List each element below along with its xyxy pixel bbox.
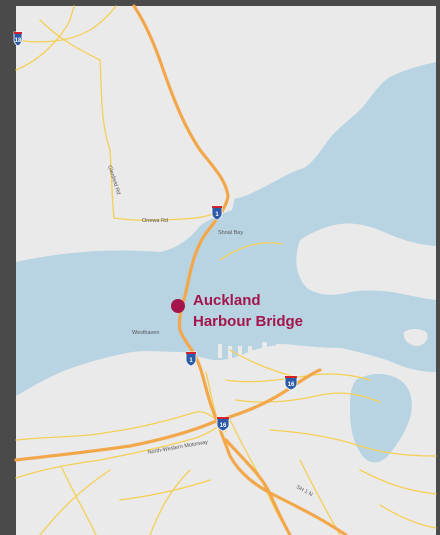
- landmark-title-line1: Auckland: [193, 292, 261, 309]
- svg-text:1: 1: [189, 358, 193, 364]
- eastern-bay: [350, 374, 412, 463]
- island: [403, 329, 428, 346]
- svg-text:18: 18: [15, 38, 22, 44]
- svg-text:16: 16: [288, 382, 295, 388]
- westhaven-label: Westhaven: [132, 330, 159, 336]
- north-shore-land: [232, 6, 436, 199]
- shoal-bay-label: Shoal Bay: [218, 230, 243, 236]
- sh16-east-shield: 16: [284, 375, 298, 391]
- wharves: [218, 342, 282, 360]
- sh18-shield: 18: [13, 31, 23, 47]
- sh1-north-shield: 1: [211, 205, 223, 221]
- map-view[interactable]: Onewa Rd Glenfield Rd Shoal Bay Westhave…: [13, 4, 437, 535]
- harbour-bridge-marker[interactable]: [171, 299, 185, 313]
- sh16-central-shield: 16: [216, 416, 230, 432]
- sh1-south: [224, 438, 292, 535]
- svg-text:16: 16: [220, 423, 227, 429]
- sh1-south-shield: 1: [185, 351, 197, 367]
- map-canvas: Onewa Rd Glenfield Rd Shoal Bay Westhave…: [13, 4, 437, 535]
- north-shore-point: [296, 223, 436, 300]
- landmark-title-line2: Harbour Bridge: [193, 313, 303, 330]
- onewa-road-label: Onewa Rd: [142, 218, 168, 224]
- svg-text:1: 1: [215, 212, 219, 218]
